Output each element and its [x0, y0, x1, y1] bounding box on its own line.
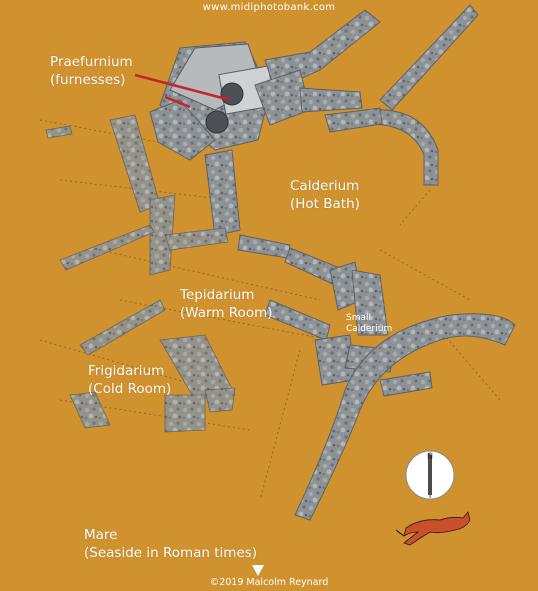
mare-subtitle: (Seaside in Roman times) [84, 545, 258, 561]
praefurnium-label: Praefurnium (furnesses) [50, 53, 133, 89]
praefurnium-title: Praefurnium [50, 54, 133, 70]
calderium-label: Calderium (Hot Bath) [290, 177, 360, 213]
frigidarium-label: Frigidarium (Cold Room) [88, 362, 171, 398]
compass-icon [405, 450, 455, 500]
direction-arrow-icon [252, 565, 264, 576]
small-calderium-line1: Small [346, 313, 371, 323]
praefurnium-ruins [149, 41, 276, 161]
west-fragments [45, 114, 236, 433]
northeast-wall [254, 4, 479, 126]
central-diagonal-wall [204, 149, 396, 386]
mare-title: Mare [84, 527, 118, 543]
praefurnium-pointer [134, 73, 231, 109]
frigidarium-subtitle: (Cold Room) [88, 381, 172, 397]
calderium-subtitle: (Hot Bath) [290, 196, 360, 212]
watermark-url: www.midiphotobank.com [202, 2, 336, 13]
mare-label: Mare (Seaside in Roman times) [84, 526, 257, 562]
calderium-title: Calderium [290, 178, 360, 194]
praefurnium-subtitle: (furnesses) [50, 72, 126, 88]
tepidarium-title: Tepidarium [180, 287, 255, 303]
small-calderium-line2: Calderium [346, 324, 393, 334]
tepidarium-subtitle: (Warm Room) [180, 305, 273, 321]
small-calderium-label: Small Calderium [346, 313, 392, 335]
tepidarium-label: Tepidarium (Warm Room) [180, 286, 273, 322]
compass-north-letter: N [427, 452, 433, 461]
copyright-credit: ©2019 Malcolm Reynard [209, 577, 329, 588]
calderium-apse [324, 107, 439, 186]
frigidarium-title: Frigidarium [88, 363, 165, 379]
fox-logo-icon [395, 511, 471, 546]
southern-arc-wall [294, 313, 516, 521]
